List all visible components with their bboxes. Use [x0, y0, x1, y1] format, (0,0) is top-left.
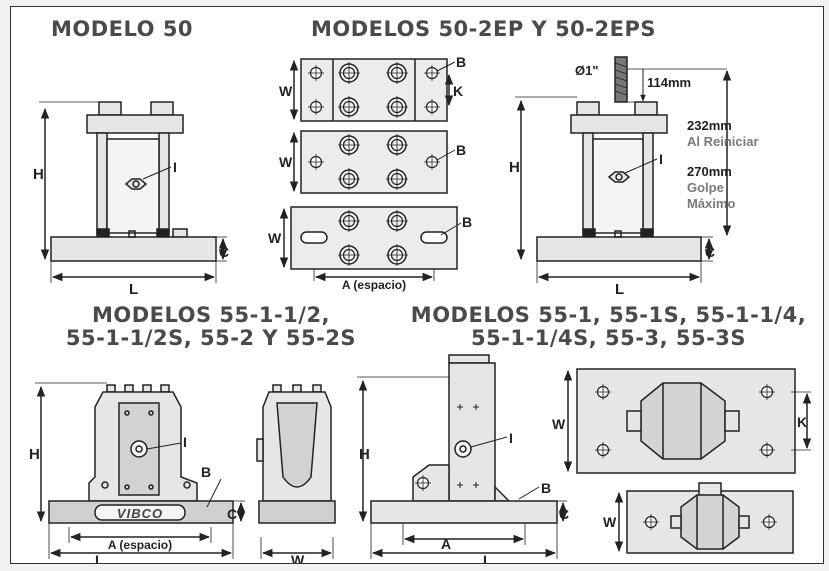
label-l-55-a: L — [95, 552, 104, 563]
label-c-55-a: C — [227, 506, 237, 522]
brand-logo: VIBCO — [117, 506, 163, 521]
heading-model-55-a-line2: 55-1-1/2S, 55-2 Y 55-2S — [65, 326, 357, 350]
label-i-50-2eps: I — [659, 151, 663, 167]
label-w-plate1: W — [279, 83, 293, 99]
heading-model-55-b-line2: 55-1-1/4S, 55-3, 55-3S — [470, 326, 747, 350]
label-l-55-b: L — [483, 552, 492, 563]
label-b-55-a: B — [201, 464, 211, 480]
label-c-50-2eps: C — [705, 244, 715, 260]
label-diameter: Ø1" — [575, 63, 599, 78]
model-55-b-small-top-drawing — [614, 482, 794, 554]
label-w-plate2: W — [279, 154, 293, 170]
model-55-a-front-drawing — [35, 382, 246, 559]
label-l-50-2eps: L — [615, 281, 624, 298]
heading-model-55-b-line1: MODELOS 55-1, 55-1S, 55-1-1/4, — [410, 303, 807, 327]
label-i-55-b: I — [509, 430, 513, 446]
label-max-stroke-1: Golpe — [687, 180, 724, 195]
label-232mm: 232mm — [687, 118, 732, 133]
label-w-55-b-small: W — [603, 514, 617, 530]
label-b-plate3: B — [462, 214, 472, 230]
label-114mm: 114mm — [647, 75, 691, 90]
label-c-50: C — [219, 244, 229, 260]
label-h-50: H — [33, 166, 44, 183]
label-a-spacing-55-a: A (espacio) — [108, 538, 172, 552]
label-b-plate2: B — [456, 142, 466, 158]
model-50-2eps-drawing — [515, 56, 732, 283]
drawing-panel: MODELO 50 MODELOS 50-2EP Y 50-2EPS MODEL… — [10, 6, 824, 564]
label-a-55-b: A — [441, 536, 451, 552]
label-w-plate3: W — [268, 230, 282, 246]
heading-model-55-a-line1: MODELOS 55-1-1/2, — [91, 303, 331, 327]
model-55-b-side-drawing — [357, 354, 568, 559]
label-max-stroke-2: Máximo — [687, 196, 735, 211]
label-h-55-b: H — [359, 446, 370, 463]
drawings-svg: H L C I W W W B B B K A (espacio) Ø1" 11… — [29, 54, 812, 563]
label-270mm: 270mm — [687, 164, 732, 179]
heading-model-50: MODELO 50 — [51, 17, 194, 41]
label-h-55-a: H — [29, 446, 40, 463]
label-b-55-b: B — [541, 480, 551, 496]
label-c-55-b: C — [559, 506, 569, 522]
label-w-55-b-top: W — [552, 416, 566, 432]
label-h-50-2eps: H — [509, 159, 520, 176]
label-k-55-b-top: K — [797, 414, 807, 430]
label-w-55-a-side: W — [291, 552, 305, 563]
label-b-plate1: B — [456, 54, 466, 70]
label-a-spacing-50-2ep: A (espacio) — [342, 278, 406, 292]
model-55-a-side-drawing — [256, 384, 336, 559]
label-k-plate1: K — [453, 83, 463, 99]
label-i-55-a: I — [183, 434, 187, 450]
label-i-50: I — [173, 159, 177, 175]
label-l-50: L — [129, 281, 138, 298]
model-55-b-top-drawing — [563, 368, 812, 474]
model-50-2ep-drawing — [279, 58, 462, 282]
heading-model-50-2ep: MODELOS 50-2EP Y 50-2EPS — [311, 17, 656, 41]
label-reset: Al Reiniciar — [687, 134, 759, 149]
model-50-drawing — [39, 101, 228, 283]
